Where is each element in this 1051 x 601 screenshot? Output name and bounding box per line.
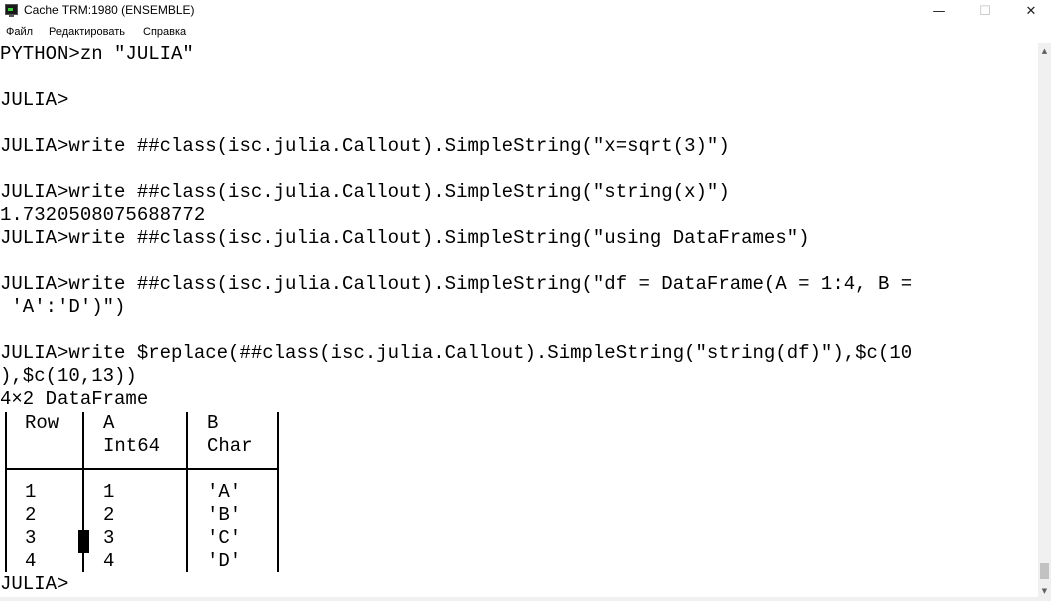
table-cell-row: 2 [25,504,37,526]
dataframe-table: Row A Int64 B Char 1 1 'A' 2 2 'B' 3 3 '… [5,412,279,572]
terminal-line: 4×2 DataFrame [0,388,149,410]
terminal-line: PYTHON>zn "JULIA" [0,43,194,65]
table-cell-row: 1 [25,481,37,503]
menu-item-help[interactable]: Справка [143,26,187,38]
table-border-a-col [186,412,188,572]
terminal-line: JULIA>write ##class(isc.julia.Callout).S… [0,273,913,295]
table-header-row: Row [25,412,60,434]
terminal-line: JULIA> [0,89,69,111]
terminal-line: 1.7320508075688772 [0,204,206,226]
maximize-button[interactable]: ☐ [979,3,991,19]
close-button[interactable]: ✕ [1025,3,1037,19]
table-border-row-col [82,412,84,572]
table-header-a-type: Int64 [103,435,161,457]
table-header-separator [5,468,279,470]
terminal-line: JULIA>write $replace(##class(isc.julia.C… [0,342,913,364]
terminal-line: ),$c(10,13)) [0,365,137,387]
terminal-output-area[interactable]: PYTHON>zn "JULIA" JULIA> JULIA>write ##c… [0,43,1038,601]
window-bottom-edge [0,597,1051,601]
table-cell-b: 'A' [207,481,242,503]
table-cell-row: 3 [25,527,37,549]
table-cell-b: 'B' [207,504,242,526]
terminal-prompt: JULIA> [0,573,69,595]
window-title: Cache TRM:1980 (ENSEMBLE) [24,3,195,17]
minimize-button[interactable]: — [932,3,946,19]
table-cell-b: 'D' [207,550,242,572]
table-cell-row: 4 [25,550,37,572]
scroll-down-arrow-icon[interactable]: ▼ [1041,587,1048,595]
table-cell-a: 2 [103,504,115,526]
table-border-left [5,412,7,572]
menu-bar: Файл Редактировать Справка [0,22,1051,43]
scrollbar-thumb[interactable] [1040,563,1049,579]
vertical-scrollbar[interactable]: ▲ ▼ [1038,43,1051,601]
terminal-app-icon [5,4,18,17]
table-header-b-type: Char [207,435,253,457]
table-cell-a: 4 [103,550,115,572]
table-header-b: B [207,412,219,434]
text-cursor [78,530,89,553]
scroll-up-arrow-icon[interactable]: ▲ [1041,47,1048,55]
terminal-line: JULIA>write ##class(isc.julia.Callout).S… [0,181,730,203]
table-header-a: A [103,412,115,434]
menu-item-edit[interactable]: Редактировать [49,26,125,38]
terminal-line: JULIA>write ##class(isc.julia.Callout).S… [0,135,730,157]
menu-item-file[interactable]: Файл [6,26,34,38]
table-cell-a: 1 [103,481,115,503]
title-bar[interactable]: Cache TRM:1980 (ENSEMBLE) — ☐ ✕ [0,0,1051,22]
table-border-right [277,412,279,572]
terminal-line: JULIA>write ##class(isc.julia.Callout).S… [0,227,810,249]
table-cell-a: 3 [103,527,115,549]
table-cell-b: 'C' [207,527,242,549]
terminal-line: 'A':'D')") [0,296,126,318]
